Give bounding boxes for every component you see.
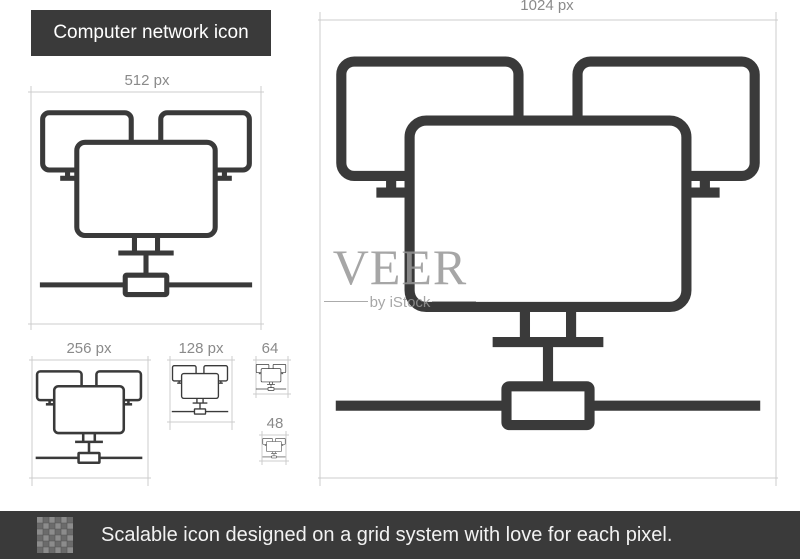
- size-label-256: 256 px: [66, 340, 112, 357]
- page-title: Computer network icon: [53, 22, 249, 43]
- guide-frame-256: [29, 356, 151, 486]
- guide-frame-1024: [318, 12, 778, 486]
- grid-icon: [37, 517, 73, 553]
- watermark-sub: by iStock: [369, 294, 431, 311]
- watermark-rule-left: [324, 301, 368, 302]
- size-label-1024: 1024 px: [520, 0, 574, 14]
- guide-frame-48: [259, 431, 289, 465]
- guide-frame-128: [167, 356, 235, 430]
- watermark: VEER by iStock: [318, 240, 482, 312]
- watermark-rule-right: [432, 301, 476, 302]
- footer-text: Scalable icon designed on a grid system …: [101, 524, 673, 546]
- network-icon-128: [171, 365, 229, 415]
- size-label-512: 512 px: [124, 72, 170, 89]
- size-label-64: 64: [261, 340, 279, 357]
- size-label-48: 48: [266, 415, 284, 432]
- network-icon-256: [34, 370, 144, 465]
- watermark-main: VEER: [332, 239, 468, 295]
- guide-frame-64: [253, 356, 291, 398]
- size-label-128: 128 px: [178, 340, 224, 357]
- footer-bar: Scalable icon designed on a grid system …: [0, 511, 800, 559]
- network-icon-48: [262, 438, 286, 459]
- guide-frame-512: [28, 86, 264, 330]
- network-icon-64: [255, 364, 287, 391]
- network-icon-512: [32, 110, 260, 313]
- title-banner: Computer network icon: [31, 10, 271, 56]
